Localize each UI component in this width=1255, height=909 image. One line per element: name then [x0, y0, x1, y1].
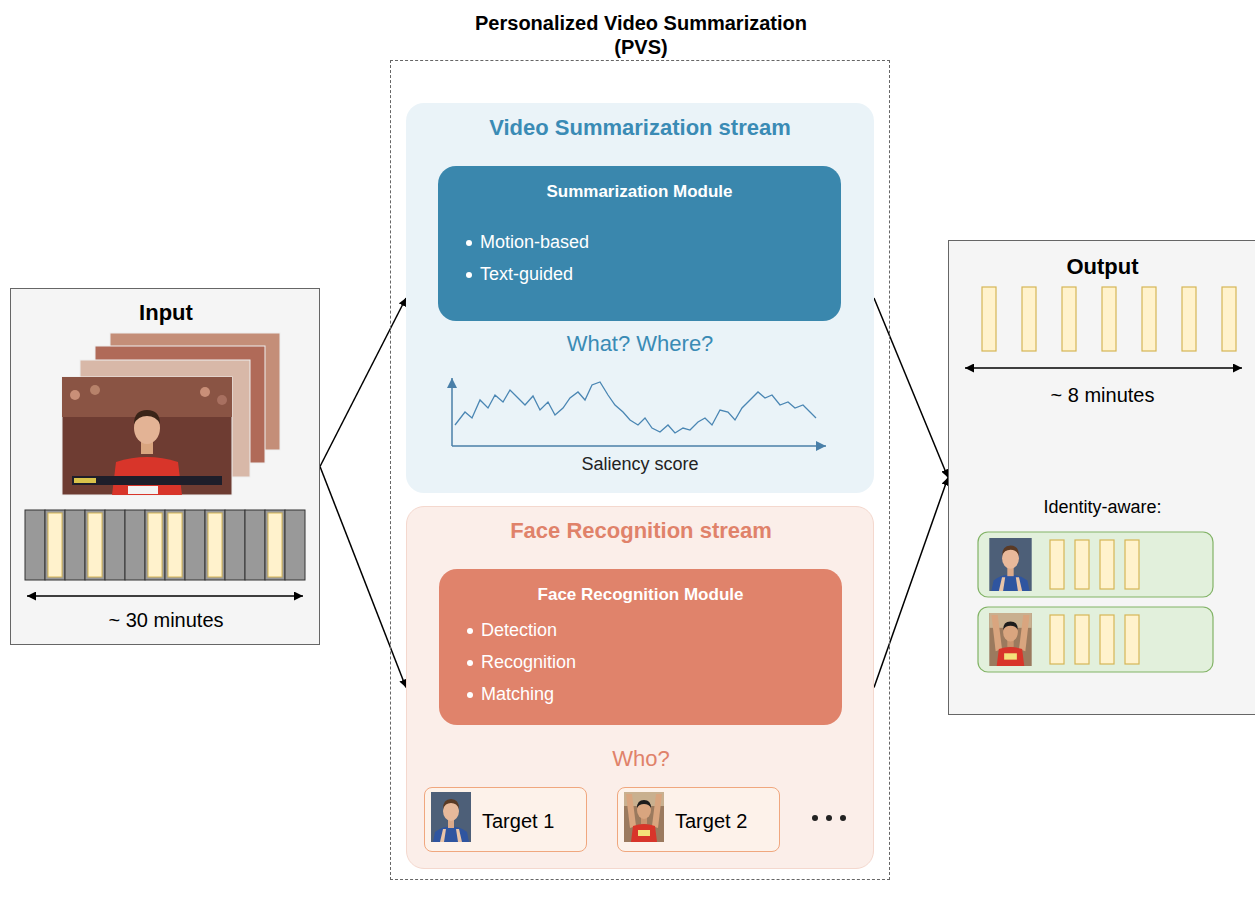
module-box: Face Recognition ModuleDetectionRecognit…: [439, 569, 842, 725]
ellipsis-dots: [812, 815, 846, 821]
box-title: Input: [11, 300, 321, 326]
frame-strip: [25, 510, 305, 580]
target-card: Target 2: [617, 787, 780, 852]
saliency-chart: [452, 378, 826, 446]
identity-summary: [978, 607, 1213, 672]
bullet-item: Matching: [481, 684, 811, 706]
question-label: What? Where?: [406, 331, 874, 357]
flow-arrow: [320, 467, 406, 688]
module-title: Face Recognition Module: [439, 585, 842, 605]
bullet-dot: [467, 660, 473, 666]
stream-title: Face Recognition stream: [407, 518, 875, 544]
summary-frames: [982, 287, 1236, 351]
duration-arrow: [965, 367, 1242, 369]
frame-title: Personalized Video Summarization (PVS): [448, 11, 834, 59]
axis-label: Saliency score: [406, 454, 874, 476]
question-label: Who?: [407, 746, 875, 772]
face-photo: [431, 792, 471, 842]
bullet-dot: [467, 692, 473, 698]
bullet-item: Detection: [481, 620, 811, 642]
bullet-dot: [466, 272, 472, 278]
flow-arrow: [874, 478, 948, 688]
video-frames: [62, 333, 280, 495]
target-label: Target 1: [482, 809, 584, 833]
face-photo: [624, 792, 664, 842]
stream-panel: Face Recognition streamWho? Face Recognit…: [406, 506, 874, 869]
target-card: Target 1: [424, 787, 587, 852]
stream-title: Video Summarization stream: [406, 115, 874, 141]
identity-summary: [978, 532, 1213, 597]
input-box: Input ~ 30 minutes: [10, 288, 320, 645]
target-label: Target 2: [675, 809, 777, 833]
bullet-dot: [466, 240, 472, 246]
bullet-item: Motion-based: [480, 232, 810, 254]
duration-arrow: [27, 595, 303, 597]
duration-label: ~ 8 minutes: [949, 383, 1255, 407]
duration-label: ~ 30 minutes: [11, 608, 321, 632]
stream-panel: Video Summarization streamWhat? Where? Sa…: [406, 103, 874, 493]
dashed-frame: Personalized Video Summarization (PVS)Vi…: [390, 60, 890, 880]
module-title: Summarization Module: [438, 182, 841, 202]
bullet-dot: [467, 628, 473, 634]
flow-arrow: [874, 298, 948, 478]
output-box: Output ~ 8 minutesIdentity-aware:: [948, 240, 1255, 715]
box-title: Output: [949, 254, 1255, 280]
bullet-item: Text-guided: [480, 264, 810, 286]
flow-arrow: [320, 298, 406, 467]
bullet-item: Recognition: [481, 652, 811, 674]
module-box: Summarization ModuleMotion-basedText-gui…: [438, 166, 841, 321]
section-label: Identity-aware:: [949, 497, 1255, 519]
